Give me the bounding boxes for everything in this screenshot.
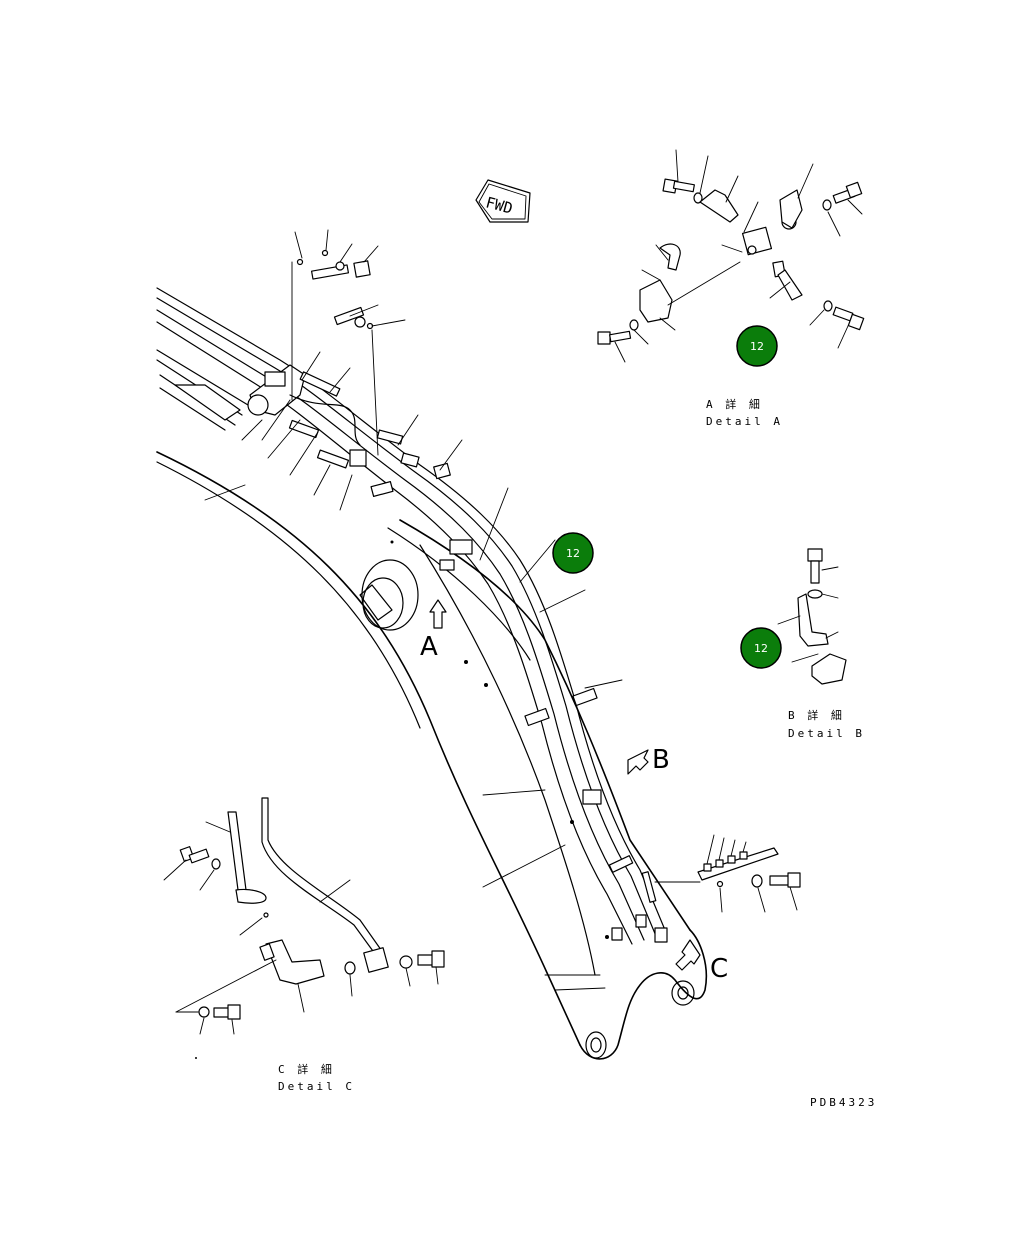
badge-circle (736, 325, 778, 367)
badge-text: 12 (754, 642, 768, 655)
upper-fittings (174, 229, 463, 511)
view-label-a: A (420, 632, 438, 662)
detail-c-caption-jp: C 詳 細 (278, 1062, 335, 1076)
detail-a-caption-jp: A 詳 細 (706, 397, 763, 411)
detail-c-parts (163, 797, 445, 1059)
part-badge-b[interactable]: 12 (740, 627, 782, 669)
detail-b-caption-jp: B 詳 細 (788, 708, 845, 722)
detail-b-parts (777, 548, 847, 685)
view-arrows (429, 599, 701, 971)
detail-a-caption-en: Detail A (706, 415, 783, 428)
boom (156, 451, 708, 1060)
badge-text: 12 (566, 547, 580, 560)
detail-b-caption-en: Detail B (788, 727, 865, 740)
hydraulic-lines (156, 287, 668, 945)
badge-circle (740, 627, 782, 669)
part-badge-boom[interactable]: 12 (552, 532, 594, 574)
detail-c-caption-en: Detail C (278, 1080, 355, 1093)
detail-c-side-parts (654, 834, 801, 913)
badge-circle (552, 532, 594, 574)
fwd-tag: FWD (475, 179, 531, 223)
detail-a-parts (597, 149, 865, 363)
badge-text: 12 (750, 340, 764, 353)
part-badge-a[interactable]: 12 (736, 325, 778, 367)
view-label-b: B (652, 745, 670, 775)
drawing-code: PDB4323 (810, 1096, 877, 1109)
view-label-c: C (710, 954, 728, 984)
